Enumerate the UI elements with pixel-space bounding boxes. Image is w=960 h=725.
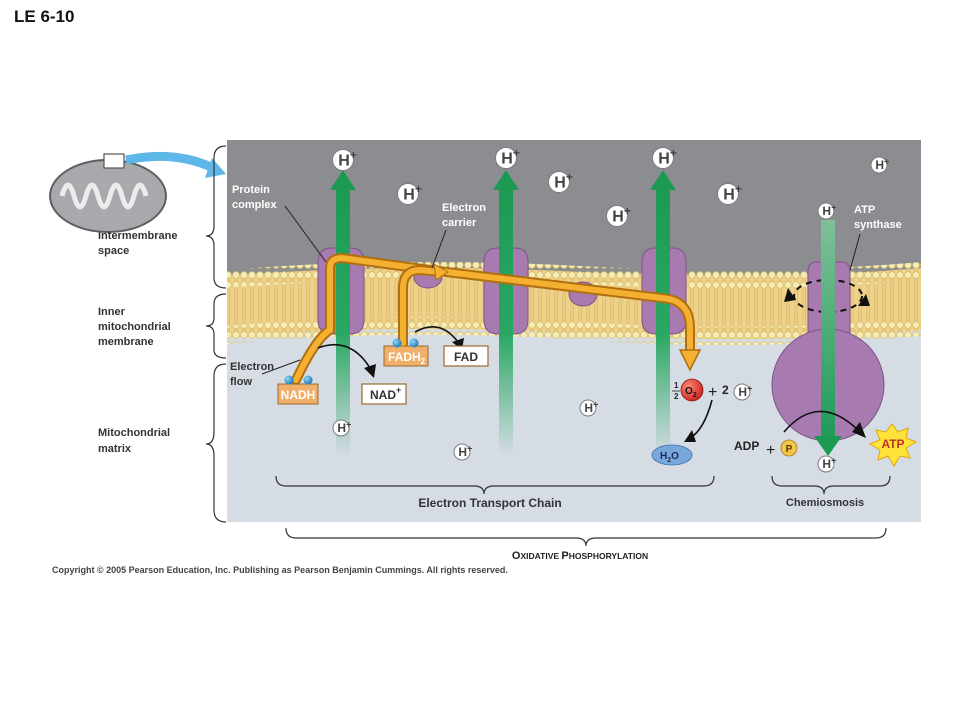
svg-text:+: + [766, 442, 775, 459]
electron-carrier-arrowhead [433, 263, 449, 281]
atp-reaction-arrow [783, 410, 859, 433]
svg-text:NAD+: NAD+ [370, 385, 401, 402]
svg-text:H+: H+ [875, 156, 889, 172]
atp-synthase-label: ATP synthase [854, 204, 902, 231]
chemiosmosis-label: Chemiosmosis [786, 497, 864, 509]
proton-h-plus: H+ [870, 156, 889, 174]
matrix-label: Mitochondrial matrix [98, 427, 173, 455]
inner-membrane-label: Inner mitochondrial membrane [98, 306, 174, 348]
svg-text:P: P [786, 444, 793, 455]
atp-synthesis: ADP + P ATP [734, 423, 918, 467]
fadh2-reaction-arrow [414, 326, 459, 343]
proton-h-plus: H+ [548, 170, 573, 193]
proton-h-plus: H+ [453, 443, 472, 461]
svg-text:+: + [708, 384, 717, 401]
protein-complex-label: Protein complex [232, 184, 278, 211]
proton-h-plus: H+ [579, 399, 598, 417]
rotor-arrow-right [858, 294, 870, 306]
bottom-brackets [275, 475, 891, 547]
svg-text:H+: H+ [337, 419, 351, 435]
region-brackets [205, 145, 227, 523]
nadh-reaction-arrow [317, 344, 371, 369]
protons: H+ H+ H+ H+ H+ H+ H+ H+ H+ H+ H+ H+ H+ H+ [332, 146, 889, 473]
protein-complex-pointer [284, 205, 327, 263]
copyright-notice: Copyright © 2005 Pearson Education, Inc.… [52, 565, 508, 575]
oxygen-reaction: 1 2 O2 + 2 H2O [651, 378, 729, 466]
proton-h-plus: H+ [495, 146, 520, 169]
svg-text:H2O: H2O [660, 451, 679, 464]
atp-synthase-pointer [849, 233, 861, 271]
svg-text:H+: H+ [403, 182, 422, 203]
svg-text:H+: H+ [584, 399, 598, 415]
svg-text:H+: H+ [338, 148, 357, 169]
svg-text:H+: H+ [458, 443, 472, 459]
water-molecule [651, 444, 693, 466]
proton-h-plus: H+ [717, 182, 742, 205]
fadh2-tag: FADH2 [383, 338, 429, 367]
svg-text:H+: H+ [822, 202, 836, 218]
rotor-arrow-left [784, 288, 796, 302]
atp-burst [868, 423, 918, 467]
svg-text:H+: H+ [738, 383, 752, 399]
svg-text:1: 1 [674, 381, 679, 390]
svg-text:2: 2 [674, 392, 679, 401]
svg-text:H+: H+ [723, 182, 742, 203]
figure-label: LE 6-10 [14, 7, 74, 26]
proton-h-plus: H+ [332, 148, 357, 171]
proton-h-plus: H+ [606, 204, 631, 227]
intermembrane-space-label: Intermembrane space [98, 230, 181, 257]
svg-text:H+: H+ [554, 170, 573, 191]
svg-text:FAD: FAD [454, 350, 478, 364]
nad-tag: NAD+ [361, 383, 407, 405]
electron-flow-pointer [261, 359, 301, 375]
svg-text:NADH: NADH [281, 388, 316, 402]
zoom-arrow [125, 151, 215, 173]
proton-h-plus: H+ [652, 146, 677, 169]
electron-flow-label: Electron flow [230, 361, 277, 388]
phosphate [780, 439, 798, 457]
etc-label: Electron Transport Chain [418, 496, 561, 510]
electron-path [291, 253, 695, 385]
zoom-arrow-head [205, 158, 226, 178]
proton-h-plus: H+ [733, 383, 752, 401]
proton-h-plus: H+ [397, 182, 422, 205]
svg-text:O2: O2 [685, 386, 697, 399]
svg-text:FADH2: FADH2 [388, 350, 426, 366]
electron-carrier-label: Electron carrier [442, 202, 489, 229]
electron-carrier-pointer [431, 229, 447, 269]
svg-text:H+: H+ [822, 455, 836, 471]
svg-text:H+: H+ [658, 146, 677, 167]
oxidative-phosphorylation-label: OXIDATIVE PHOSPHORYLATION [512, 550, 648, 562]
proton-h-plus: H+ [817, 202, 836, 220]
svg-text:H+: H+ [501, 146, 520, 167]
svg-text:2: 2 [722, 383, 729, 397]
svg-text:H+: H+ [612, 204, 631, 225]
proton-h-plus: H+ [817, 455, 836, 473]
fad-tag: FAD [443, 345, 489, 367]
electron-path-arrowhead [678, 349, 702, 372]
mitochondrion-icon [49, 153, 167, 233]
proton-h-plus: H+ [332, 419, 351, 437]
oxygen-molecule [680, 378, 704, 402]
svg-text:ADP: ADP [734, 439, 759, 453]
nadh-tag: NADH [277, 375, 319, 405]
svg-text:ATP: ATP [881, 437, 904, 451]
